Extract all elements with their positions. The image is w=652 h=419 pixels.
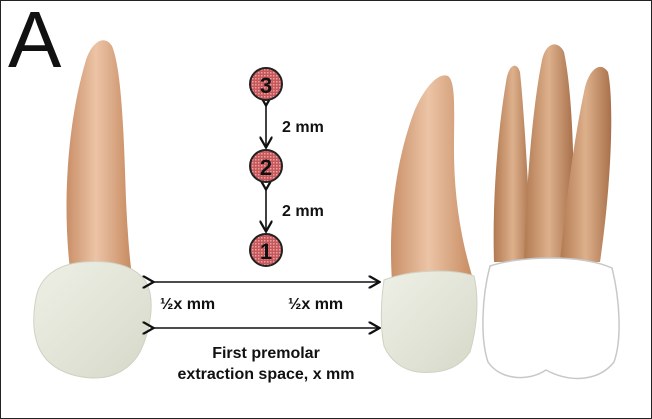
upper-distance-label: 2 mm	[282, 119, 324, 136]
marker-2: 2	[250, 150, 282, 182]
marker-3-number: 3	[260, 73, 272, 98]
marker-1: 1	[250, 234, 282, 266]
molar-crown	[483, 258, 619, 378]
premolar-tooth	[381, 75, 477, 372]
left-half-label: ½x mm	[160, 296, 215, 313]
molar-tooth	[483, 44, 619, 378]
caption-line-2: extraction space, x mm	[178, 366, 355, 383]
canine-crown	[34, 262, 151, 378]
marker-2-number: 2	[260, 155, 272, 180]
marker-3: 3	[250, 68, 282, 100]
right-half-label: ½x mm	[288, 296, 343, 313]
caption-line-1: First premolar	[212, 345, 320, 362]
marker-1-number: 1	[260, 239, 272, 264]
canine-root	[67, 40, 132, 275]
canine-tooth	[34, 40, 151, 378]
premolar-crown	[381, 271, 477, 372]
lower-distance-label: 2 mm	[282, 203, 324, 220]
premolar-root	[391, 75, 474, 282]
